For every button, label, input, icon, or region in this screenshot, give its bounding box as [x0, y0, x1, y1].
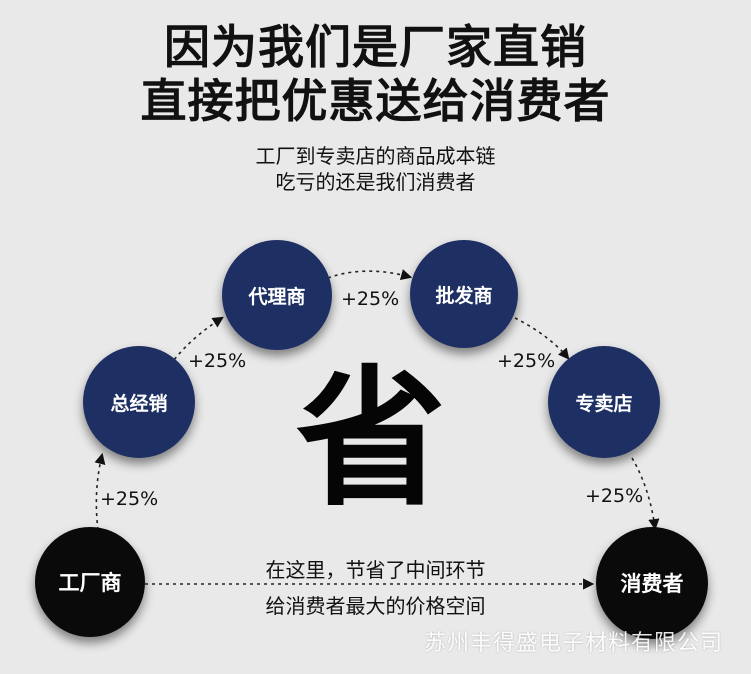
markup-distributor-agent: +25% — [188, 350, 247, 372]
markup-factory-distributor: +25% — [100, 488, 159, 510]
markup-store-consumer: +25% — [585, 485, 644, 507]
markup-wholesaler-store: +25% — [497, 350, 556, 372]
arrow-store-to-consumer — [631, 457, 660, 531]
subtitle-line-2: 吃亏的还是我们消费者 — [275, 170, 476, 194]
arrow-factory-to-distributor — [94, 452, 106, 531]
markup-agent-wholesaler: +25% — [341, 288, 400, 310]
node-wholesaler: 批发商 — [410, 240, 518, 348]
subtitle-line-1: 工厂到专卖店的商品成本链 — [255, 144, 496, 168]
arrow-distributor-to-agent — [169, 316, 224, 366]
company-watermark: 苏州丰得盛电子材料有限公司 — [423, 631, 723, 656]
node-consumer: 消费者 — [596, 527, 708, 639]
node-distributor: 总经销 — [83, 346, 195, 458]
node-factory: 工厂商 — [35, 527, 145, 637]
headline-line-2: 直接把优惠送给消费者 — [140, 74, 611, 128]
center-save-character: 省 — [296, 353, 447, 527]
arrow-agent-to-wholesaler — [327, 269, 413, 280]
headline-line-1: 因为我们是厂家直销 — [164, 20, 587, 74]
node-agent: 代理商 — [222, 240, 332, 350]
middle-text-line-2: 给消费者最大的价格空间 — [265, 594, 486, 618]
node-store: 专卖店 — [548, 346, 660, 458]
middle-text-line-1: 在这里，节省了中间环节 — [265, 558, 486, 582]
